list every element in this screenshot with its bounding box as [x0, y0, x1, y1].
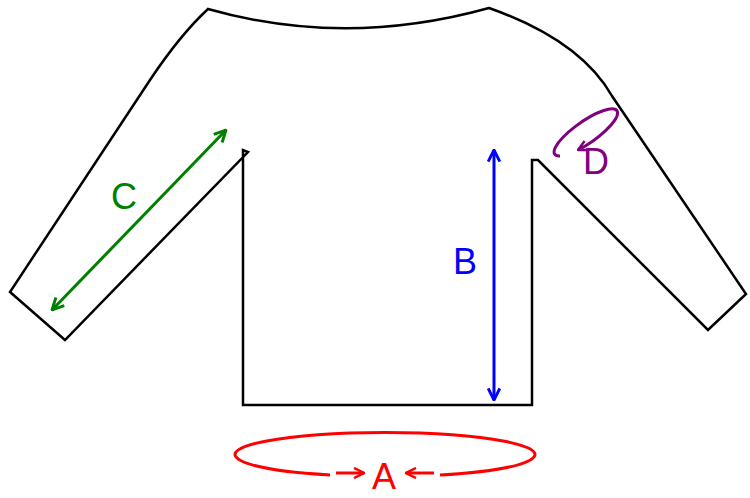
arrow-head-line: [336, 472, 364, 475]
sweater-outline: [10, 8, 746, 405]
dimension-label: B: [453, 244, 477, 280]
dimension-label: A: [372, 459, 396, 495]
dimension-label: D: [583, 144, 609, 180]
arrow-head-line: [406, 472, 434, 475]
dimension-label: C: [111, 179, 137, 215]
sleeve-arrow: [52, 130, 226, 310]
length-arrow: [493, 150, 496, 400]
